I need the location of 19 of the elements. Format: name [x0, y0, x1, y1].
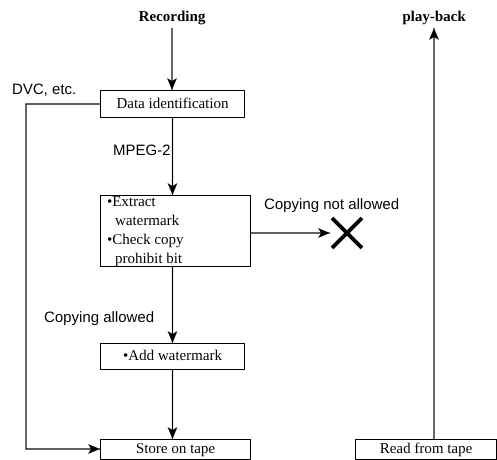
process-box: •Extract watermark •Check copy prohibit bit — [100, 195, 251, 267]
heading-text: play-back — [394, 6, 474, 28]
arrow — [168, 267, 178, 343]
edge-label: DVC, etc. — [12, 80, 76, 99]
cross-mark — [330, 216, 364, 250]
arrow — [168, 370, 178, 439]
process-box: Read from tape — [355, 439, 497, 460]
process-box: Store on tape — [100, 439, 251, 460]
arrow — [251, 228, 330, 238]
arrow — [167, 28, 177, 90]
edge-label: Copying not allowed — [264, 195, 400, 214]
arrow — [429, 28, 439, 439]
arrow — [25, 103, 100, 454]
process-box: Data identification — [100, 90, 245, 118]
process-box: •Add watermark — [100, 343, 245, 370]
edge-label: Copying allowed — [44, 308, 154, 327]
arrow — [168, 118, 178, 195]
edge-label: MPEG-2 — [113, 141, 171, 160]
heading-text: Recording — [122, 6, 222, 28]
